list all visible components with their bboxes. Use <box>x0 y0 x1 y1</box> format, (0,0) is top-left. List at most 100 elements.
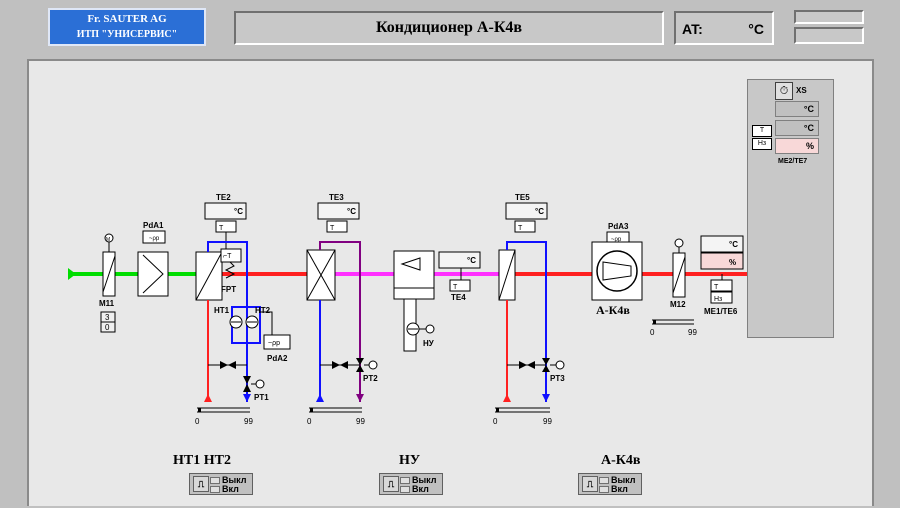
status-field-1 <box>794 10 864 24</box>
pda1-sensor[interactable] <box>142 230 166 244</box>
me1-sensor[interactable] <box>710 291 733 304</box>
svg-text:~ρp: ~ρp <box>268 340 280 347</box>
svg-text:0: 0 <box>650 328 655 337</box>
te2-value-field <box>204 202 247 220</box>
switch-icon[interactable]: ⎍ <box>193 476 209 492</box>
me1te6-label: ME1/TE6 <box>704 307 738 316</box>
svg-text:T: T <box>453 284 458 291</box>
te3-value-field <box>317 202 360 220</box>
xs-clock-icon[interactable]: ⏱ <box>775 82 793 100</box>
te3-sensor[interactable] <box>326 220 348 233</box>
reheater-return-pipe <box>506 241 547 402</box>
on-indicator <box>599 486 609 493</box>
te4-sensor[interactable] <box>449 279 471 292</box>
svg-text:M: M <box>106 237 110 243</box>
at-unit: °C <box>748 21 764 37</box>
on-indicator <box>400 486 410 493</box>
nu-label: НУ <box>423 339 435 348</box>
te3-label: TE3 <box>329 193 344 202</box>
pt3-label: PT3 <box>550 374 565 383</box>
svg-text:99: 99 <box>688 328 697 337</box>
page-title: Кондиционер А-К4в <box>234 11 664 45</box>
off-indicator <box>400 477 410 484</box>
off-indicator <box>599 477 609 484</box>
off-indicator <box>210 477 220 484</box>
te6-sensor[interactable] <box>710 279 733 292</box>
group-label-nu: НУ <box>399 453 421 468</box>
fan-switch[interactable]: ⎍ Выкл Вкл <box>578 473 642 495</box>
pda2-label: PdA2 <box>267 354 288 363</box>
te4-label: TE4 <box>451 293 466 302</box>
switch-icon[interactable]: ⎍ <box>383 476 399 492</box>
svg-text:T: T <box>518 225 523 232</box>
process-diagram-area: M M11 3 0 PdA1 ~ρp TE2 °C T ⌐T FPT HT1 H… <box>27 59 874 506</box>
svg-text:°C: °C <box>535 207 544 216</box>
pda3-label: PdA3 <box>608 222 629 231</box>
svg-text:0: 0 <box>307 417 312 426</box>
svg-text:3: 3 <box>105 313 110 322</box>
te2-label: TE2 <box>216 193 231 202</box>
m11-label: M11 <box>99 299 115 308</box>
ht-switch[interactable]: ⎍ Выкл Вкл <box>189 473 253 495</box>
fresh-air-arrow-icon <box>68 268 76 280</box>
frt-label: FPT <box>221 285 236 294</box>
pda1-label: PdA1 <box>143 221 164 230</box>
me2te7-label: ME2/TE7 <box>778 158 808 165</box>
svg-text:~ρp: ~ρp <box>149 236 160 242</box>
ht2-label: HT2 <box>255 306 271 315</box>
outdoor-temp-display: AT: °C <box>674 11 774 45</box>
valve-pt3-icon[interactable] <box>542 358 550 365</box>
te5-label: TE5 <box>515 193 530 202</box>
pt1-label: PT1 <box>254 393 269 402</box>
logo-line-1: Fr. SAUTER AG <box>87 13 167 25</box>
header-bar: Fr. SAUTER AG ИТП "УНИСЕРВИС" Кондиционе… <box>0 0 900 52</box>
panel-field-1: °C <box>775 101 819 117</box>
svg-text:0: 0 <box>493 417 498 426</box>
off-label: Выкл <box>222 475 247 485</box>
hvac-schematic: M M11 3 0 PdA1 ~ρp TE2 °C T ⌐T FPT HT1 H… <box>68 193 763 426</box>
on-label: Вкл <box>412 484 429 494</box>
m12-label: M12 <box>670 300 686 309</box>
te7-sensor[interactable]: T <box>752 125 772 137</box>
m11-position-bottom <box>100 321 116 333</box>
nu-switch[interactable]: ⎍ Выкл Вкл <box>379 473 443 495</box>
xs-label: XS <box>796 86 807 95</box>
room-sensor-panel: ⏱ XS °C °C % T Hз ME2/TE7 <box>747 79 834 338</box>
svg-text:99: 99 <box>244 417 253 426</box>
me2-sensor[interactable]: Hз <box>752 138 772 150</box>
cooler-return-pipe <box>319 241 361 402</box>
svg-text:T: T <box>330 225 335 232</box>
switch-icon[interactable]: ⎍ <box>582 476 598 492</box>
valve-pt2-icon[interactable] <box>356 358 364 365</box>
group-label-fan: А-К4в <box>601 453 641 468</box>
on-indicator <box>210 486 220 493</box>
svg-text:°C: °C <box>347 207 356 216</box>
svg-text:99: 99 <box>543 417 552 426</box>
svg-text:%: % <box>729 258 736 267</box>
on-label: Вкл <box>222 484 239 494</box>
valve-pt1-icon[interactable] <box>243 376 251 384</box>
humidifier-unit <box>393 250 435 300</box>
svg-text:⌐T: ⌐T <box>223 253 232 260</box>
svg-text:0: 0 <box>195 417 200 426</box>
on-label: Вкл <box>611 484 628 494</box>
off-label: Выкл <box>412 475 437 485</box>
status-field-2 <box>794 27 864 44</box>
svg-text:°C: °C <box>729 240 738 249</box>
pda2-sensor[interactable] <box>263 334 291 350</box>
sauter-logo: Fr. SAUTER AG ИТП "УНИСЕРВИС" <box>48 8 206 46</box>
svg-text:°C: °C <box>467 256 476 265</box>
frost-thermostat[interactable] <box>220 248 242 263</box>
te7-value-field: °C <box>775 120 819 136</box>
group-label-ht: НТ1 НТ2 <box>173 453 231 468</box>
svg-text:Hз: Hз <box>714 296 722 303</box>
te4-value-field <box>438 251 481 269</box>
te5-sensor[interactable] <box>514 220 536 233</box>
svg-text:T: T <box>219 225 224 232</box>
me2-value-field: % <box>775 138 819 154</box>
m12-motor-icon[interactable] <box>674 238 684 248</box>
svg-text:0: 0 <box>105 323 110 332</box>
at-label: AT: <box>682 21 703 37</box>
me1-value-field <box>700 252 744 270</box>
te5-value-field <box>505 202 548 220</box>
